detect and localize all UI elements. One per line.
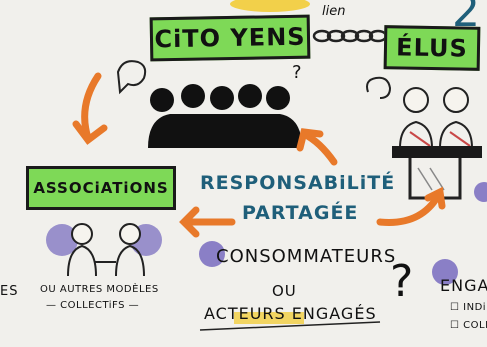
ou-label: OU <box>272 282 297 300</box>
arrow-icon <box>179 206 236 238</box>
purple-dot <box>474 182 487 202</box>
chain-icon <box>312 29 388 43</box>
responsabilite-line1: RESPONSABiLiTÉ <box>200 172 396 194</box>
citizens-crowd-icon <box>148 84 302 148</box>
elus-label: ÉLUS <box>395 33 469 63</box>
consommateurs-label: CONSOMMATEURS <box>216 246 397 267</box>
other-models-line2: — COLLECTiFS — <box>46 300 140 311</box>
elus-box: ÉLUS <box>383 25 481 71</box>
other-models-line1: OU AUTRES MODÈLES <box>40 284 159 295</box>
citoyens-label: CiTO YENS <box>154 22 306 54</box>
elected-officials-icon <box>399 87 473 149</box>
citoyens-box: CiTO YENS <box>149 14 311 62</box>
responsabilite-line2: PARTAGÉE <box>242 202 359 224</box>
right-edge-title: ENGAG <box>440 276 487 295</box>
associations-box: ASSOCiATiONS <box>26 166 176 210</box>
yellow-highlight-blob <box>230 0 310 12</box>
left-edge-text: ES <box>0 284 19 299</box>
purple-dot <box>199 241 225 267</box>
right-edge-item2: ☐ COLL <box>450 320 487 331</box>
speech-bubble-icon <box>116 60 147 95</box>
association-people-icon <box>46 223 162 277</box>
underline <box>199 321 381 331</box>
arrow-icon <box>376 186 446 226</box>
right-edge-item1-text: INDi <box>463 302 487 313</box>
arrow-icon <box>296 128 338 166</box>
arrow-icon <box>72 72 108 145</box>
question-mark: ? <box>390 256 415 307</box>
link-label: lien <box>322 4 346 19</box>
right-edge-item2-text: COLL <box>463 320 487 331</box>
associations-label: ASSOCiATiONS <box>33 179 169 197</box>
question-mark-top: ? <box>292 62 303 83</box>
acteurs-label: ACTEURS ENGAGÉS <box>204 304 377 323</box>
purple-dot <box>432 259 458 285</box>
speech-bubble-icon <box>366 76 392 99</box>
yellow-highlight <box>234 312 304 324</box>
right-edge-item1: ☐ INDi <box>450 302 487 313</box>
